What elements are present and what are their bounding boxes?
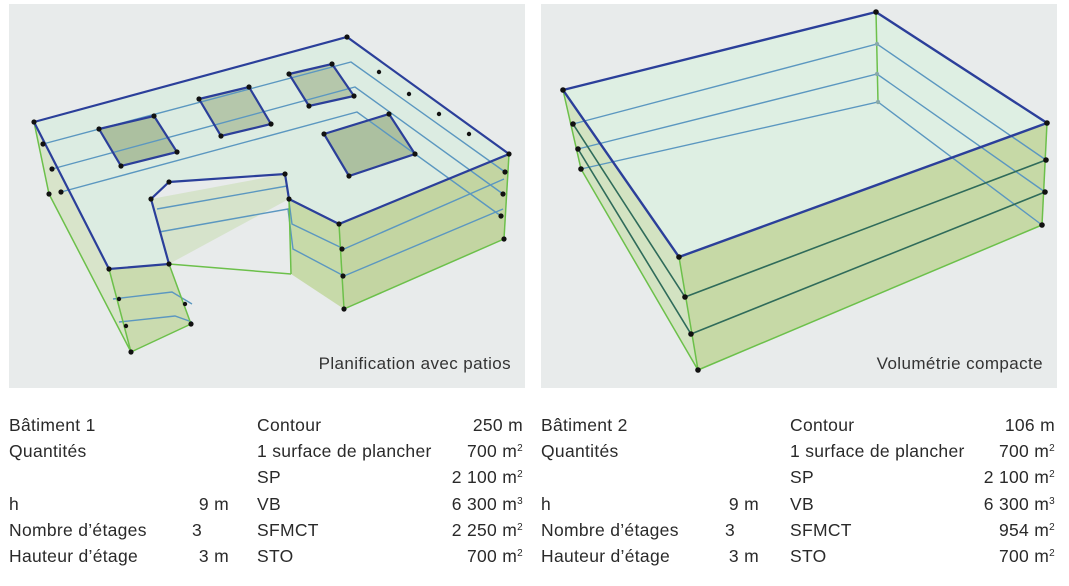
sfmct-row: SFMCT 2 250 m2: [257, 517, 523, 543]
sto-row: STO 700 m2: [790, 543, 1055, 569]
sp-label: SP: [790, 467, 814, 487]
contour-value: 250 m: [472, 415, 523, 435]
vb-value: 6 300 m3: [451, 494, 523, 514]
surface-row: 1 surface de plancher 700 m2: [790, 438, 1055, 464]
vb-label: VB: [790, 494, 814, 514]
floor-height-value: 3 m: [728, 546, 759, 566]
floor-height-value: 3 m: [198, 546, 229, 566]
sfmct-row: SFMCT 954 m2: [790, 517, 1055, 543]
surface-value: 700 m2: [466, 441, 523, 461]
building1-vertices: [31, 34, 512, 355]
building2-floor-height-row: Hauteur d’étage 3 m: [541, 543, 759, 569]
h-label: h: [541, 494, 552, 514]
building1-side-facade: [339, 154, 509, 309]
h-label: h: [9, 494, 20, 514]
sto-row: STO 700 m2: [257, 543, 523, 569]
floors-label: Nombre d’étages: [9, 520, 147, 540]
sp-value: 2 100 m2: [983, 467, 1055, 487]
contour-value: 106 m: [1004, 415, 1055, 435]
h-value: 9 m: [198, 494, 229, 514]
sfmct-label: SFMCT: [790, 520, 852, 540]
building1-h-row: h 9 m: [9, 491, 229, 517]
building1-model: [31, 34, 512, 355]
contour-label: Contour: [790, 415, 855, 435]
building1-name: Bâtiment 1: [9, 415, 96, 435]
h-value: 9 m: [728, 494, 759, 514]
building1-floors-row: Nombre d’étages 3: [9, 517, 229, 543]
building1-left-facade: [34, 122, 131, 352]
surface-label: 1 surface de plancher: [790, 441, 965, 461]
building1-vertical-edges: [33, 121, 510, 353]
sp-value: 2 100 m2: [451, 467, 523, 487]
sto-value: 700 m2: [998, 546, 1055, 566]
building2-vertical-edges: [562, 11, 1048, 371]
floors-value: 3: [725, 520, 736, 540]
sfmct-value: 2 250 m2: [451, 520, 523, 540]
vb-row: VB 6 300 m3: [257, 491, 523, 517]
building2-front-facade: [679, 123, 1047, 370]
building2-vertices: [560, 9, 1050, 373]
floor-height-label: Hauteur d’étage: [9, 546, 139, 566]
contour-row: Contour 106 m: [790, 412, 1055, 438]
building2-caption: Volumétrie compacte: [876, 354, 1043, 373]
sp-row: SP 2 100 m2: [790, 464, 1055, 490]
building2-roof: [563, 12, 1047, 257]
building1-render: Planification avec patios: [9, 4, 525, 388]
building1-floor-height-row: Hauteur d’étage 3 m: [9, 543, 229, 569]
sto-label: STO: [257, 546, 294, 566]
floor-height-label: Hauteur d’étage: [541, 546, 671, 566]
sto-value: 700 m2: [466, 546, 523, 566]
building1-caption: Planification avec patios: [318, 354, 511, 373]
building2-render: Volumétrie compacte: [541, 4, 1057, 388]
contour-label: Contour: [257, 415, 322, 435]
building1-quantities: Bâtiment 1 Quantités h 9 m Nombre d’étag…: [9, 412, 525, 582]
building1-floor-lines: [42, 61, 506, 323]
surface-row: 1 surface de plancher 700 m2: [257, 438, 523, 464]
sp-row: SP 2 100 m2: [257, 464, 523, 490]
building2-model: [560, 9, 1050, 373]
sp-label: SP: [257, 467, 281, 487]
building1-roof: [34, 37, 509, 269]
contour-row: Contour 250 m: [257, 412, 523, 438]
building1-subtitle: Quantités: [9, 441, 87, 461]
sfmct-label: SFMCT: [257, 520, 319, 540]
floors-label: Nombre d’étages: [541, 520, 679, 540]
vb-label: VB: [257, 494, 281, 514]
building2-floors-row: Nombre d’étages 3: [541, 517, 759, 543]
vb-value: 6 300 m3: [983, 494, 1055, 514]
building2-subtitle: Quantités: [541, 441, 619, 461]
building2-quantities: Bâtiment 2 Quantités h 9 m Nombre d’étag…: [541, 412, 1057, 582]
building1-inner-facade: [151, 174, 289, 264]
building2-h-row: h 9 m: [541, 491, 759, 517]
patio-1: [99, 116, 177, 166]
sto-label: STO: [790, 546, 827, 566]
surface-value: 700 m2: [998, 441, 1055, 461]
surface-label: 1 surface de plancher: [257, 441, 432, 461]
sfmct-value: 954 m2: [998, 520, 1055, 540]
building1-right-facade: [289, 199, 344, 309]
building1-front-facade: [109, 264, 191, 352]
building2-name: Bâtiment 2: [541, 415, 628, 435]
vb-row: VB 6 300 m3: [790, 491, 1055, 517]
floors-value: 3: [192, 520, 203, 540]
